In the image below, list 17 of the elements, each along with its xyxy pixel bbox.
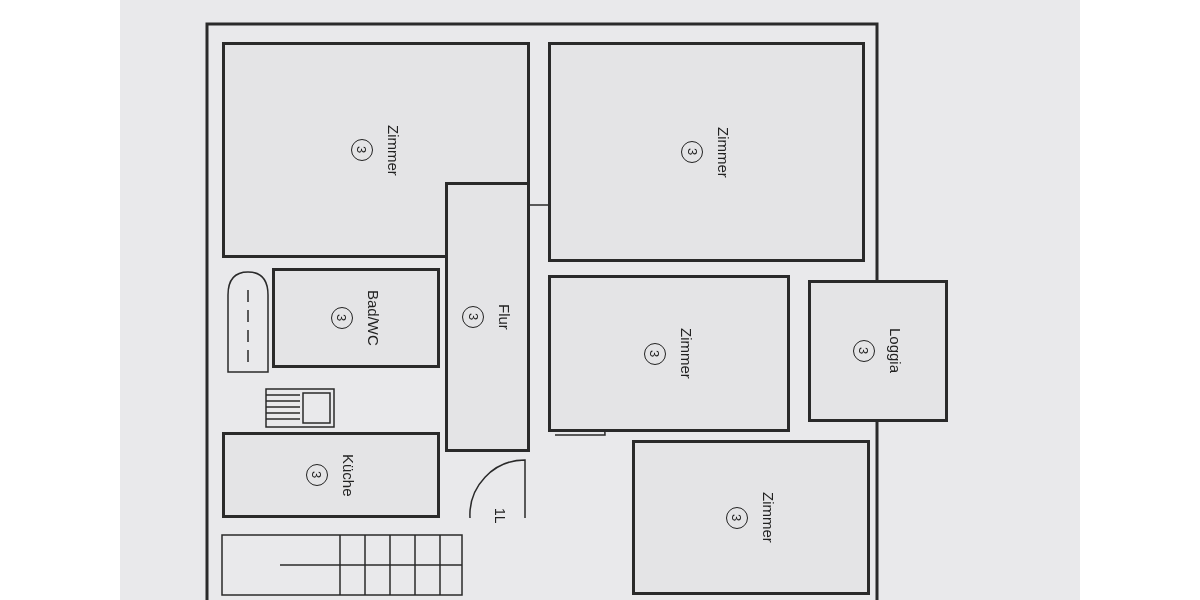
room-name: Bad/WC [364,290,382,346]
room-name: Zimmer [759,492,777,543]
room-name: Flur [496,304,513,330]
room-name: Zimmer [384,124,402,176]
room-name: Zimmer [715,126,732,178]
room-outline [222,432,440,518]
room-name: Zimmer [677,328,695,379]
room-outline [808,280,948,422]
room-outline [548,275,790,432]
room-outline [272,268,440,368]
room-name: Küche [339,453,357,497]
room-outline [632,440,870,595]
room-outline [548,42,865,262]
room-outline [445,182,530,452]
room-outline [222,42,530,258]
room-code: 1L [492,508,508,524]
room-name: Loggia [886,328,904,374]
